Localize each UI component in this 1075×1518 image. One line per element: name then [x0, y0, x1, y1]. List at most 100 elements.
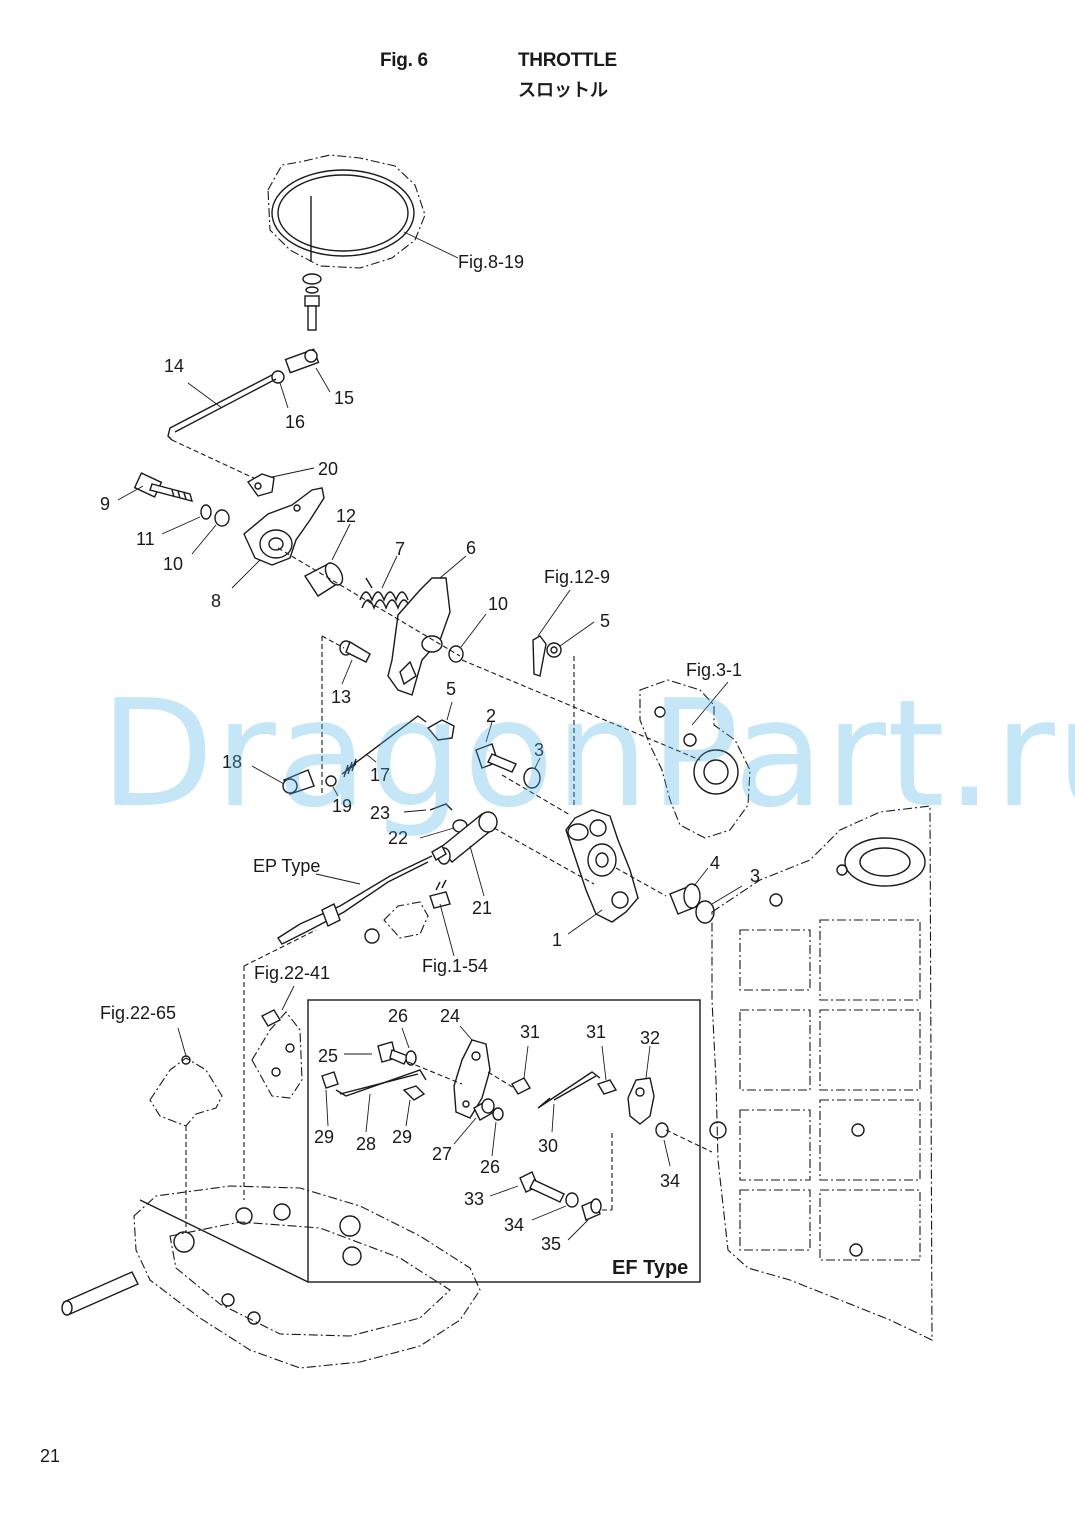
ref-fig8-19-label: Fig.8-19 — [458, 252, 524, 272]
callout-28: 28 — [356, 1134, 376, 1154]
callout-5a: 5 — [600, 611, 610, 631]
bracket-fig1-54-part — [364, 879, 451, 944]
callout-17: 17 — [370, 765, 390, 785]
screw-13-part — [339, 640, 371, 663]
callout-13: 13 — [331, 687, 351, 707]
callout-6: 6 — [466, 538, 476, 558]
callout-10a: 10 — [163, 554, 183, 574]
engine-block-part — [709, 805, 933, 1341]
callout-11: 11 — [136, 529, 155, 549]
callout-31a: 31 — [520, 1022, 540, 1042]
clip-29b-part — [402, 1085, 426, 1101]
callout-25: 25 — [318, 1046, 338, 1066]
callout-19: 19 — [332, 796, 352, 816]
spring-7-part — [359, 577, 411, 610]
clip-23-part — [429, 803, 453, 811]
callout-1: 1 — [552, 930, 562, 950]
bracket-fig12-9-part — [532, 635, 547, 677]
collar-12-part — [303, 562, 344, 597]
clip-31a-part — [511, 1077, 531, 1095]
callout-5b: 5 — [446, 679, 456, 699]
callout-23: 23 — [370, 803, 390, 823]
bracket-fig22-41-part — [251, 1009, 303, 1099]
washer-3b-part — [695, 900, 715, 924]
ef-type-label: EF Type — [612, 1257, 688, 1279]
bolt-33-part — [519, 1171, 565, 1203]
callout-8: 8 — [211, 591, 221, 611]
clip-5b-part — [426, 719, 455, 741]
engine-base-part — [133, 1185, 481, 1369]
ref-fig12-9-label: Fig.12-9 — [544, 567, 610, 587]
callout-4: 4 — [710, 853, 720, 873]
ref-fig22-65-label: Fig.22-65 — [100, 1003, 176, 1023]
lever-6-part — [387, 577, 451, 696]
callout-14: 14 — [164, 356, 184, 376]
page-number: 21 — [40, 1446, 61, 1466]
lever-24-part — [453, 1039, 491, 1119]
washer-26b-part — [492, 1107, 504, 1121]
lever-32-part — [627, 1077, 655, 1125]
callout-31b: 31 — [586, 1022, 606, 1042]
callout-24: 24 — [440, 1006, 460, 1026]
bolt-25-part — [377, 1041, 409, 1065]
washer-34b-part — [565, 1192, 579, 1208]
throttle-rod-part — [167, 374, 277, 441]
rod-30-part — [537, 1071, 601, 1109]
ef-type-box — [307, 999, 701, 1283]
callout-35: 35 — [541, 1234, 561, 1254]
callout-29b: 29 — [392, 1127, 412, 1147]
callout-29a: 29 — [314, 1127, 334, 1147]
washer-10b-part — [448, 645, 464, 663]
figure-title-japanese: スロットル — [518, 80, 608, 101]
bolt-2-part — [475, 743, 517, 773]
bracket-fig3-1-part — [639, 679, 751, 839]
ep-cable-part — [277, 845, 447, 945]
callout-26b: 26 — [480, 1157, 500, 1177]
callout-3b: 3 — [750, 866, 760, 886]
washer-26a-part — [405, 1050, 417, 1066]
pipe-part — [61, 1271, 139, 1316]
callout-27: 27 — [432, 1144, 452, 1164]
callout-32: 32 — [640, 1028, 660, 1048]
callout-33: 33 — [464, 1189, 484, 1209]
callout-22: 22 — [388, 828, 408, 848]
washer-34a-part — [655, 1122, 669, 1138]
callout-20: 20 — [318, 459, 338, 479]
ref-fig3-1-label: Fig.3-1 — [686, 660, 742, 680]
link-21-part — [437, 811, 498, 865]
ep-type-label: EP Type — [253, 856, 320, 876]
callout-9: 9 — [100, 494, 110, 514]
callout-16: 16 — [285, 412, 305, 432]
callout-30: 30 — [538, 1136, 558, 1156]
figure-number: Fig. 6 — [380, 50, 428, 71]
nut-5a-part — [546, 642, 562, 658]
ref-fig22-41-label: Fig.22-41 — [254, 963, 330, 983]
throttle-lever-1-part — [565, 809, 639, 923]
throttle-lever-8-part — [243, 487, 325, 566]
callout-26a: 26 — [388, 1006, 408, 1026]
washer-10-part — [214, 509, 230, 527]
rod-17-part — [341, 715, 427, 778]
link-stud-part — [302, 273, 322, 331]
rod-end-18-part — [282, 769, 315, 795]
clip-31b-part — [596, 1079, 618, 1095]
callout-10b: 10 — [488, 594, 508, 614]
callout-12: 12 — [336, 506, 356, 526]
ref-fig1-54-label: Fig.1-54 — [422, 956, 488, 976]
figure-title: THROTTLE — [518, 50, 617, 71]
callout-3a: 3 — [534, 740, 544, 760]
bracket-fig22-65-part — [149, 1055, 223, 1127]
clip-20-part — [246, 473, 275, 497]
washer-3a-part — [523, 767, 541, 789]
clip-29a-part — [321, 1071, 339, 1089]
callout-34a: 34 — [660, 1171, 680, 1191]
callout-15: 15 — [334, 388, 354, 408]
callout-7: 7 — [395, 539, 405, 559]
rod-end-15-part — [284, 348, 320, 374]
washer-11-part — [200, 504, 212, 520]
nut-16-part — [271, 370, 285, 384]
callout-21: 21 — [472, 898, 492, 918]
bolt-9-part — [133, 472, 194, 502]
callout-18: 18 — [222, 752, 242, 772]
